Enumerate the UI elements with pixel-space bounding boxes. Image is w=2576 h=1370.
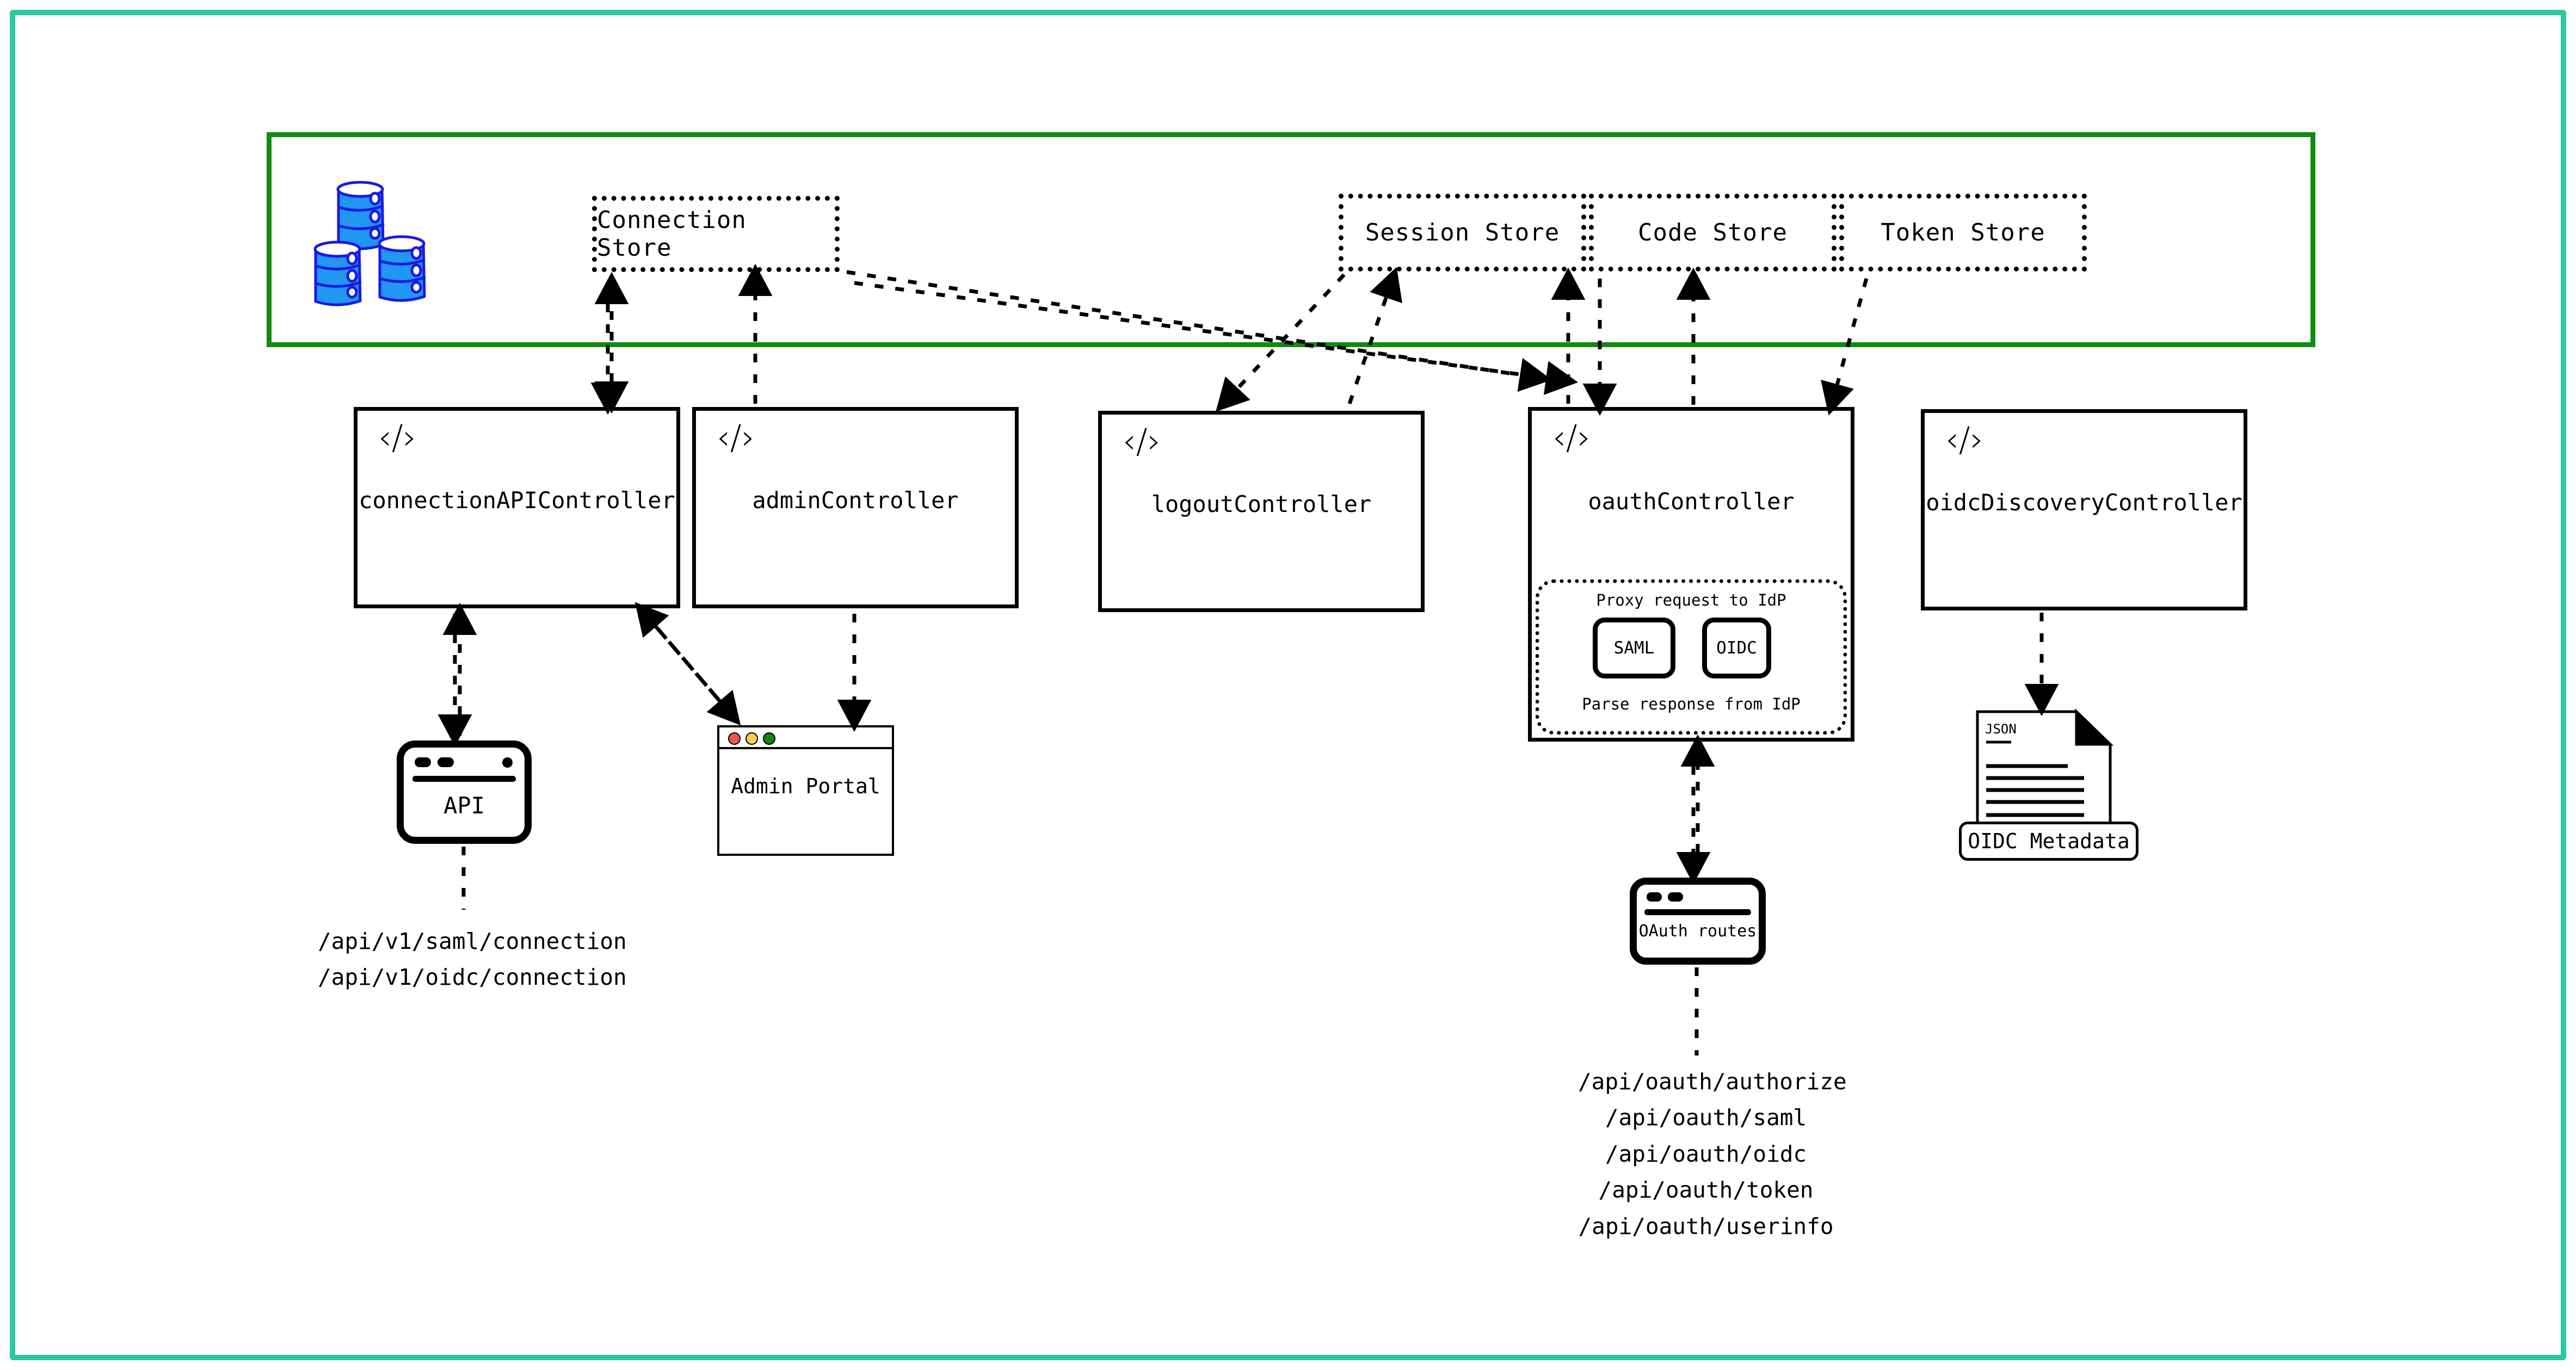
proxy-idp-group: [1536, 579, 1847, 735]
window-titlebar-line: [1644, 909, 1751, 915]
admin-portal-label: Admin Portal: [731, 774, 880, 798]
oauth-endpoints-list: /api/oauth/authorize /api/oauth/saml /ap…: [1578, 1064, 1847, 1244]
endpoint-path: /api/oauth/userinfo: [1578, 1213, 1834, 1239]
code-tag-icon: ‹/›: [1123, 421, 1161, 461]
controller-connection-api[interactable]: ‹/› connectionAPIController: [354, 407, 680, 608]
controller-oidc-discovery[interactable]: ‹/› oidcDiscoveryController: [1921, 409, 2247, 610]
connection-endpoints-list: /api/v1/saml/connection /api/v1/oidc/con…: [318, 923, 627, 996]
protocol-saml-button[interactable]: SAML: [1593, 618, 1675, 678]
traffic-light-maximize-icon: [763, 732, 775, 745]
controller-label: logoutController: [1151, 491, 1372, 517]
controller-logout[interactable]: ‹/› logoutController: [1098, 411, 1425, 612]
endpoint-path: /api/v1/saml/connection: [318, 928, 627, 954]
window-dots-icon: [415, 757, 454, 767]
code-tag-icon: ‹/›: [1945, 419, 1984, 459]
window-dots-icon: [1647, 892, 1683, 902]
json-document-icon: JSON: [1973, 708, 2115, 855]
database-stack-icon: [307, 166, 443, 307]
store-token-store[interactable]: Token Store: [1839, 194, 2087, 271]
code-tag-icon: ‹/›: [1552, 417, 1591, 457]
store-session-store[interactable]: Session Store: [1339, 194, 1586, 271]
controller-label: connectionAPIController: [359, 487, 675, 514]
traffic-light-close-icon: [728, 732, 741, 745]
controller-label: adminController: [752, 487, 959, 514]
traffic-light-minimize-icon: [745, 732, 758, 745]
outer-frame-border: [10, 10, 2566, 1360]
window-dot-right-icon: [502, 757, 513, 768]
endpoint-path: /api/oauth/authorize: [1578, 1069, 1847, 1095]
proxy-request-caption: Proxy request to IdP: [1596, 591, 1786, 609]
parse-response-caption: Parse response from IdP: [1582, 695, 1801, 713]
svg-text:JSON: JSON: [1985, 721, 2017, 737]
controller-label: oauthController: [1588, 488, 1795, 515]
api-client-icon[interactable]: API: [397, 740, 532, 844]
store-connection-store[interactable]: Connection Store: [592, 196, 840, 272]
endpoint-path: /api/oauth/token: [1598, 1177, 1814, 1204]
oauth-routes-icon[interactable]: OAuth routes: [1630, 878, 1766, 965]
endpoint-path: /api/oauth/oidc: [1605, 1140, 1807, 1167]
store-code-store[interactable]: Code Store: [1589, 194, 1837, 271]
endpoint-path: /api/oauth/saml: [1605, 1104, 1807, 1131]
controller-label: oidcDiscoveryController: [1926, 489, 2242, 516]
controller-admin[interactable]: ‹/› adminController: [692, 407, 1019, 608]
api-label: API: [443, 792, 485, 819]
code-tag-icon: ‹/›: [378, 417, 417, 457]
oidc-metadata-label[interactable]: OIDC Metadata: [1959, 822, 2139, 861]
endpoint-path: /api/v1/oidc/connection: [318, 964, 627, 991]
window-titlebar-line: [412, 776, 516, 782]
admin-portal-window[interactable]: Admin Portal: [717, 725, 894, 856]
oauth-routes-label: OAuth routes: [1638, 922, 1757, 941]
window-titlebar: [719, 727, 892, 749]
protocol-oidc-button[interactable]: OIDC: [1702, 618, 1771, 678]
code-tag-icon: ‹/›: [717, 417, 755, 457]
